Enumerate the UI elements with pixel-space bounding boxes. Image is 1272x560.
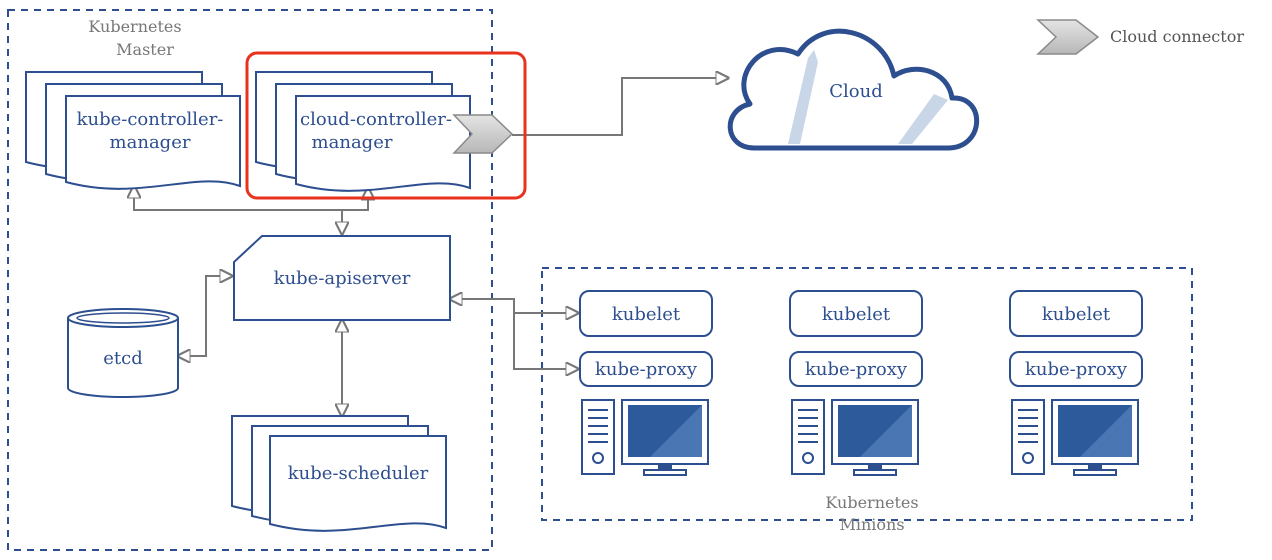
kube-controller-manager-line2: manager (110, 132, 191, 153)
kube-proxy-label: kube-proxy (595, 359, 698, 380)
kube-proxy-box (1009, 351, 1143, 387)
minions-boundary (541, 267, 1193, 521)
connector-api-proxy (513, 313, 578, 369)
kube-apiserver: kube-apiserver (233, 235, 451, 321)
node-3: kubelet kube-proxy (1009, 290, 1143, 476)
kubelet-label: kubelet (1042, 304, 1111, 325)
kube-proxy-label: kube-proxy (1025, 359, 1128, 380)
master-label-line2: Master (116, 40, 174, 59)
kubelet-box (1009, 290, 1143, 337)
legend-connector-icon (1036, 19, 1100, 55)
kube-apiserver-label: kube-apiserver (274, 268, 411, 289)
connector-cloudctl-api (342, 188, 368, 211)
master-label-line1: Kubernetes (88, 17, 181, 36)
etcd-label: etcd (103, 348, 143, 369)
cloud-controller-highlight (245, 51, 527, 200)
kube-controller-manager-line1: kube-controller- (77, 109, 224, 130)
kube-scheduler: kube-scheduler (231, 415, 447, 532)
kube-proxy-label: kube-proxy (805, 359, 908, 380)
minions-label-line1: Kubernetes (825, 493, 918, 512)
cloud-controller-manager: cloud-controller- manager (255, 71, 471, 192)
connector-cloud (512, 78, 728, 136)
kubelet-label: kubelet (612, 304, 681, 325)
connector-api-kubelet (450, 299, 578, 313)
minions-label-line2: Minions (839, 515, 904, 534)
kubelet-box (789, 290, 923, 337)
legend-label: Cloud connector (1110, 27, 1244, 46)
connector-controller-api (134, 186, 342, 211)
cloud-controller-manager-line2: manager (312, 132, 393, 153)
master-boundary (7, 9, 493, 551)
cloud-controller-manager-line1: cloud-controller- (300, 109, 452, 130)
kube-proxy-box (789, 351, 923, 387)
cloud: Cloud (727, 28, 980, 151)
node-2: kubelet kube-proxy (789, 290, 923, 476)
kube-scheduler-label: kube-scheduler (288, 463, 429, 484)
cloud-label: Cloud (829, 81, 882, 102)
legend: Cloud connector (1036, 19, 1244, 55)
computer-icon (581, 399, 709, 476)
etcd: etcd (67, 308, 179, 398)
connectors (134, 78, 728, 416)
node-1: kubelet kube-proxy (579, 290, 713, 476)
kube-controller-manager: kube-controller- manager (25, 71, 241, 190)
connector-api-etcd (178, 276, 232, 356)
cloud-connector-icon (452, 114, 514, 154)
computer-icon (791, 399, 919, 476)
kubelet-label: kubelet (822, 304, 891, 325)
computer-icon (1011, 399, 1139, 476)
kube-proxy-box (579, 351, 713, 387)
kubelet-box (579, 290, 713, 337)
